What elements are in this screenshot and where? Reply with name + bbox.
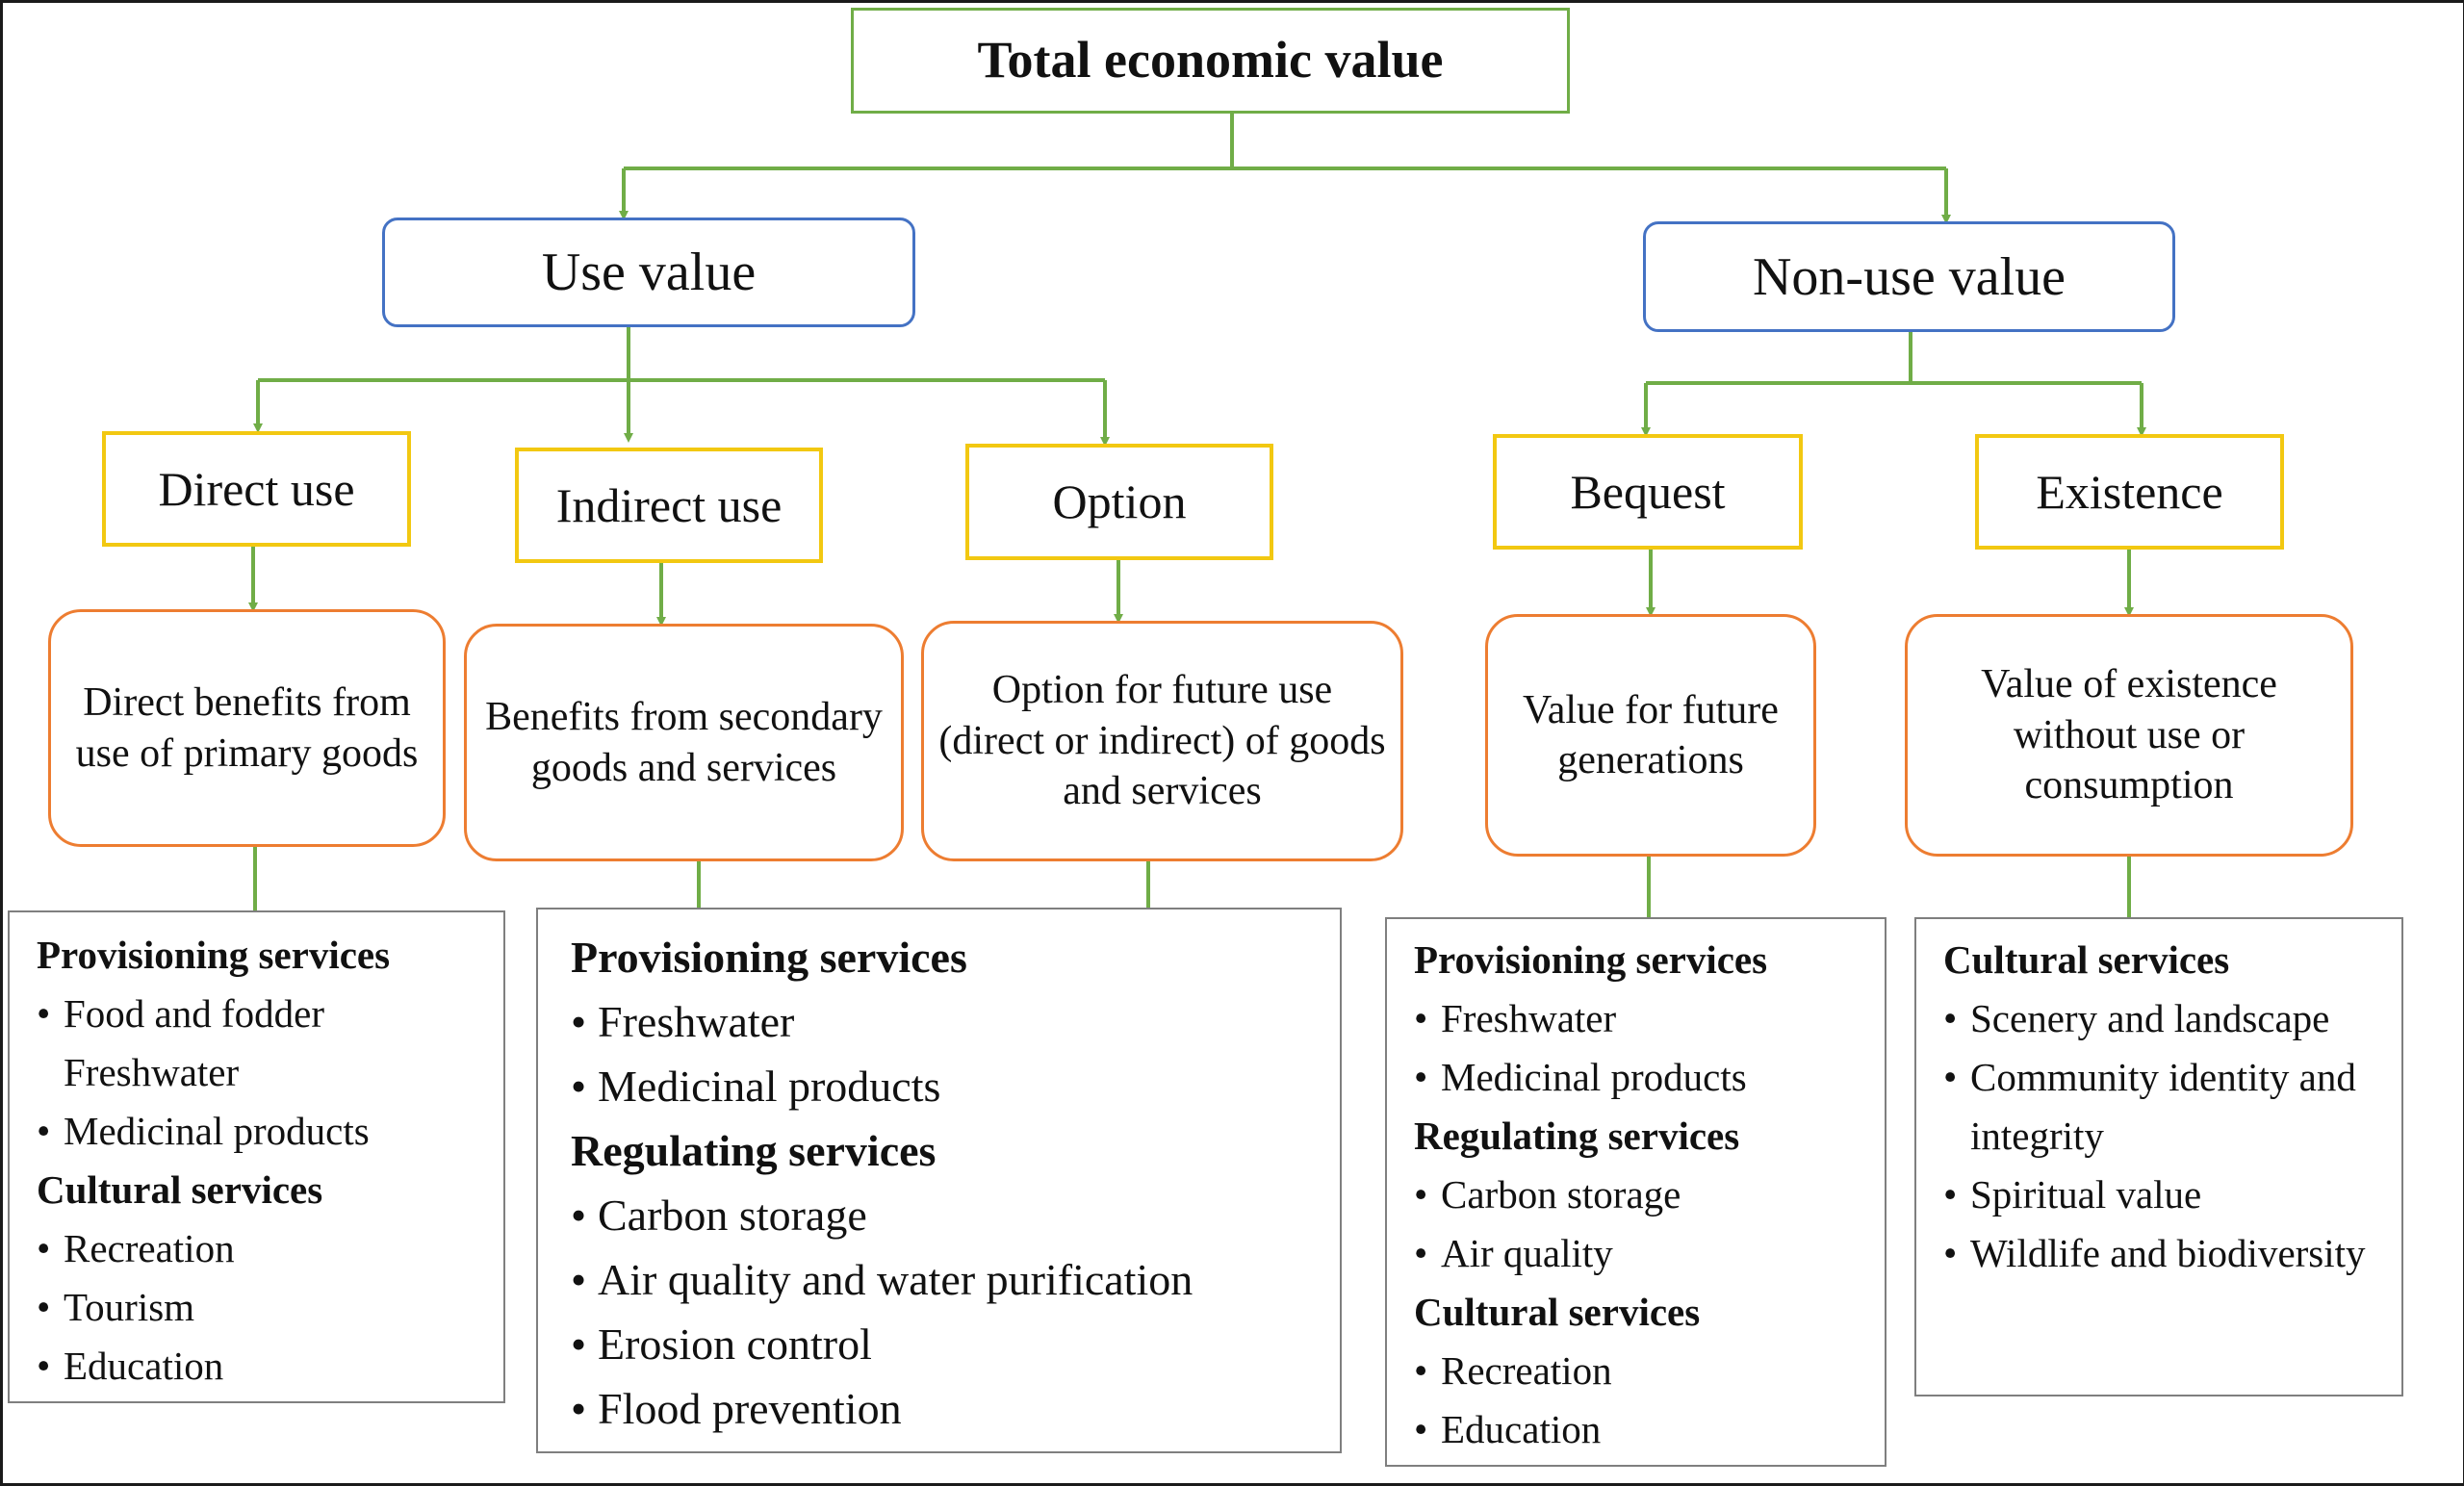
total-economic-value-label: Total economic value — [977, 31, 1444, 90]
list-heading: Provisioning services — [1414, 937, 1768, 982]
list-item: Medicinal products — [1414, 1048, 1858, 1107]
existence-box: Existence — [1975, 434, 2284, 550]
list-heading: Provisioning services — [571, 933, 967, 982]
list-heading: Cultural services — [1943, 937, 2230, 982]
non-use-value-box: Non-use value — [1643, 221, 2175, 332]
list-item: Air quality — [1414, 1224, 1858, 1283]
list-heading: Provisioning services — [37, 933, 391, 977]
list-item: Carbon storage — [1414, 1166, 1858, 1224]
bequest-services-list: Provisioning services Freshwater Medicin… — [1385, 917, 1886, 1467]
bequest-box: Bequest — [1493, 434, 1803, 550]
list-item: Flood prevention — [571, 1376, 1313, 1441]
use-value-box: Use value — [382, 218, 915, 327]
list-item: Erosion control — [571, 1312, 1313, 1376]
list-item: Education — [37, 1337, 476, 1396]
non-use-value-label: Non-use value — [1752, 246, 2066, 307]
option-description: Option for future use (direct or indirec… — [921, 621, 1403, 861]
indirect-use-description: Benefits from secondary goods and servic… — [464, 624, 904, 861]
total-economic-value-box: Total economic value — [851, 8, 1570, 114]
bequest-description: Value for future generations — [1485, 614, 1816, 857]
list-item: Community identity and integrity — [1943, 1048, 2374, 1166]
indirect-and-option-services-list: Provisioning services Freshwater Medicin… — [536, 908, 1342, 1453]
indirect-use-label: Indirect use — [555, 477, 783, 532]
indirect-use-box: Indirect use — [515, 448, 823, 563]
direct-use-box: Direct use — [102, 431, 411, 547]
option-box: Option — [965, 444, 1273, 560]
existence-services-list: Cultural services Scenery and landscape … — [1914, 917, 2403, 1396]
direct-use-description: Direct benefits from use of primary good… — [48, 609, 446, 847]
use-value-label: Use value — [541, 243, 757, 302]
list-heading: Regulating services — [571, 1126, 937, 1175]
list-heading: Cultural services — [1414, 1290, 1701, 1334]
list-item: Spiritual value — [1943, 1166, 2374, 1224]
list-item: Food and fodder — [37, 985, 476, 1043]
bequest-label: Bequest — [1570, 464, 1726, 519]
list-item: Air quality and water purification — [571, 1247, 1313, 1312]
direct-use-services-list: Provisioning services Food and fodder Fr… — [8, 910, 505, 1403]
list-item: Education — [1414, 1400, 1858, 1459]
existence-label: Existence — [2036, 464, 2223, 519]
list-item: Tourism — [37, 1278, 476, 1337]
list-item: Recreation — [37, 1219, 476, 1278]
list-item: Freshwater — [64, 1050, 240, 1094]
list-item: Recreation — [1414, 1342, 1858, 1400]
list-heading: Cultural services — [37, 1167, 323, 1212]
direct-use-label: Direct use — [158, 461, 355, 516]
list-item: Freshwater — [571, 989, 1313, 1054]
list-item: Freshwater — [1414, 989, 1858, 1048]
option-label: Option — [1052, 474, 1187, 529]
existence-description: Value of existence without use or consum… — [1905, 614, 2353, 857]
list-item: Wildlife and biodiversity — [1943, 1224, 2374, 1283]
list-heading: Regulating services — [1414, 1114, 1740, 1158]
list-item: Carbon storage — [571, 1183, 1313, 1247]
list-item: Scenery and landscape — [1943, 989, 2374, 1048]
list-item: Medicinal products — [571, 1054, 1313, 1118]
list-item: Medicinal products — [37, 1102, 476, 1161]
